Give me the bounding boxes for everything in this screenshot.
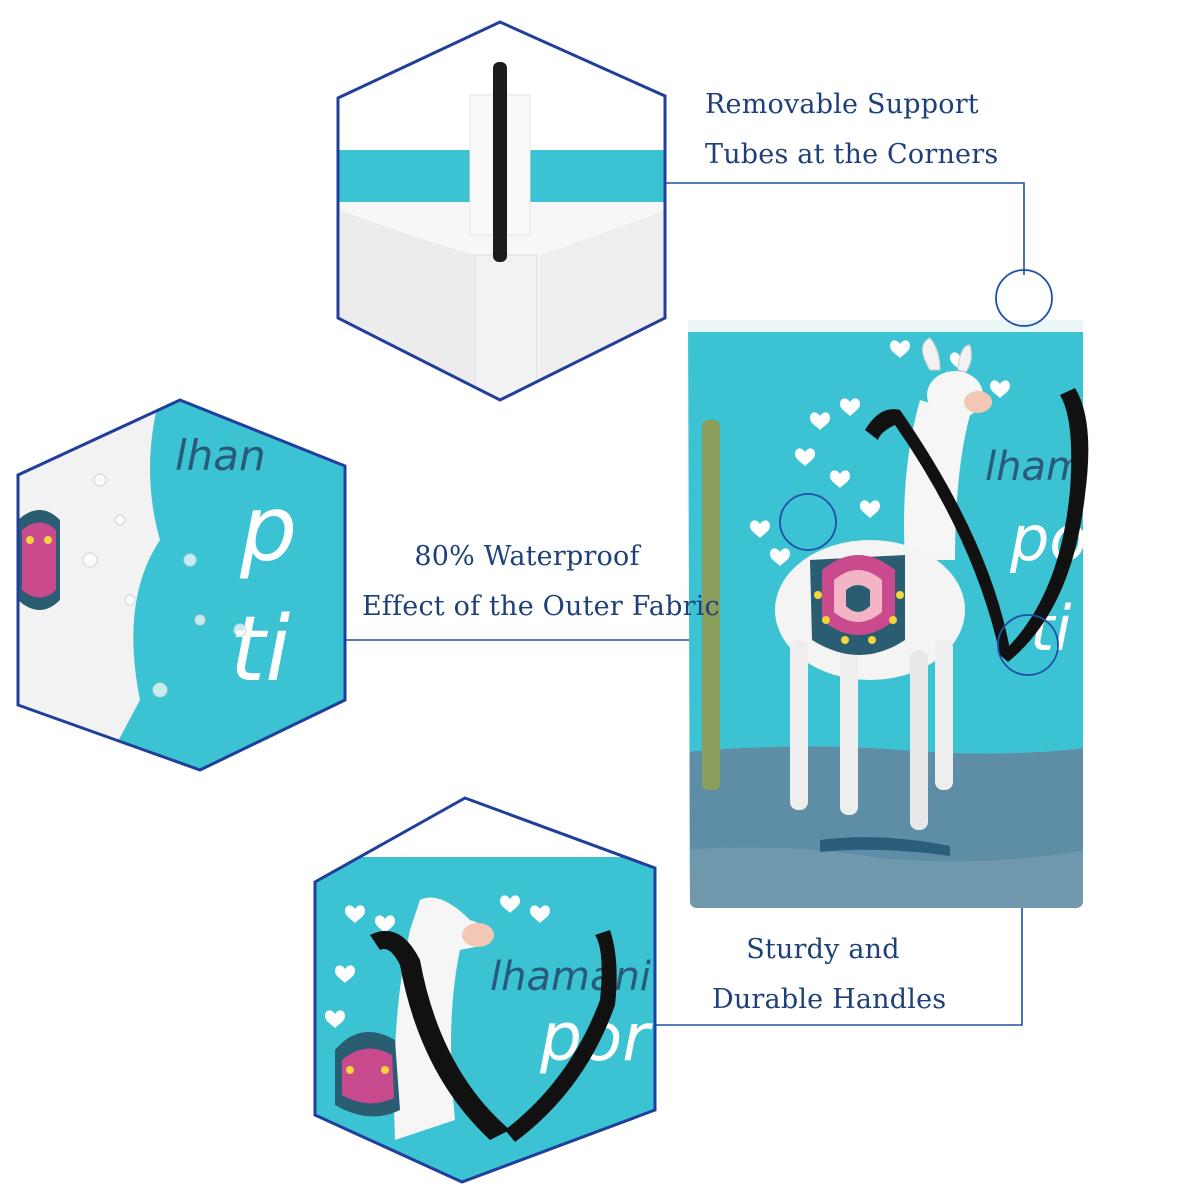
handle-right bbox=[1000, 388, 1089, 662]
svg-text:ti: ti bbox=[230, 597, 290, 702]
callout-waterproof: 80% Waterproof Effect of the Outer Fabri… bbox=[362, 532, 720, 632]
hexagon-detail-frame-handles: lhamani por bbox=[313, 796, 657, 1184]
hexagon-detail-frame-support bbox=[336, 20, 667, 402]
handle-left bbox=[865, 409, 1010, 655]
connector-support-tubes bbox=[665, 182, 1025, 275]
basket-product-image: lhamaa por ti bbox=[688, 320, 1134, 908]
callout-waterproof-line2: Effect of the Outer Fabric bbox=[362, 591, 720, 622]
svg-text:lhan: lhan bbox=[175, 431, 266, 480]
svg-text:p: p bbox=[239, 477, 297, 582]
callout-handles: Sturdy and Durable Handles bbox=[712, 925, 947, 1025]
callout-waterproof-line1: 80% Waterproof bbox=[414, 541, 640, 572]
callout-handles-line1: Sturdy and bbox=[746, 934, 900, 965]
callout-support-tubes-line2: Tubes at the Corners bbox=[705, 139, 999, 170]
callout-support-tubes: Removable Support Tubes at the Corners bbox=[705, 80, 998, 180]
hexagon-detail-frame-waterproof: lhan p ti bbox=[16, 398, 347, 772]
cactus-illustration bbox=[702, 420, 720, 790]
svg-text:lhamani: lhamani bbox=[490, 954, 651, 1000]
callout-circle-marker bbox=[779, 269, 1059, 676]
callout-handles-line2: Durable Handles bbox=[712, 984, 947, 1015]
callout-support-tubes-line1: Removable Support bbox=[705, 89, 979, 120]
print-word-1: lhamaa bbox=[985, 444, 1134, 490]
